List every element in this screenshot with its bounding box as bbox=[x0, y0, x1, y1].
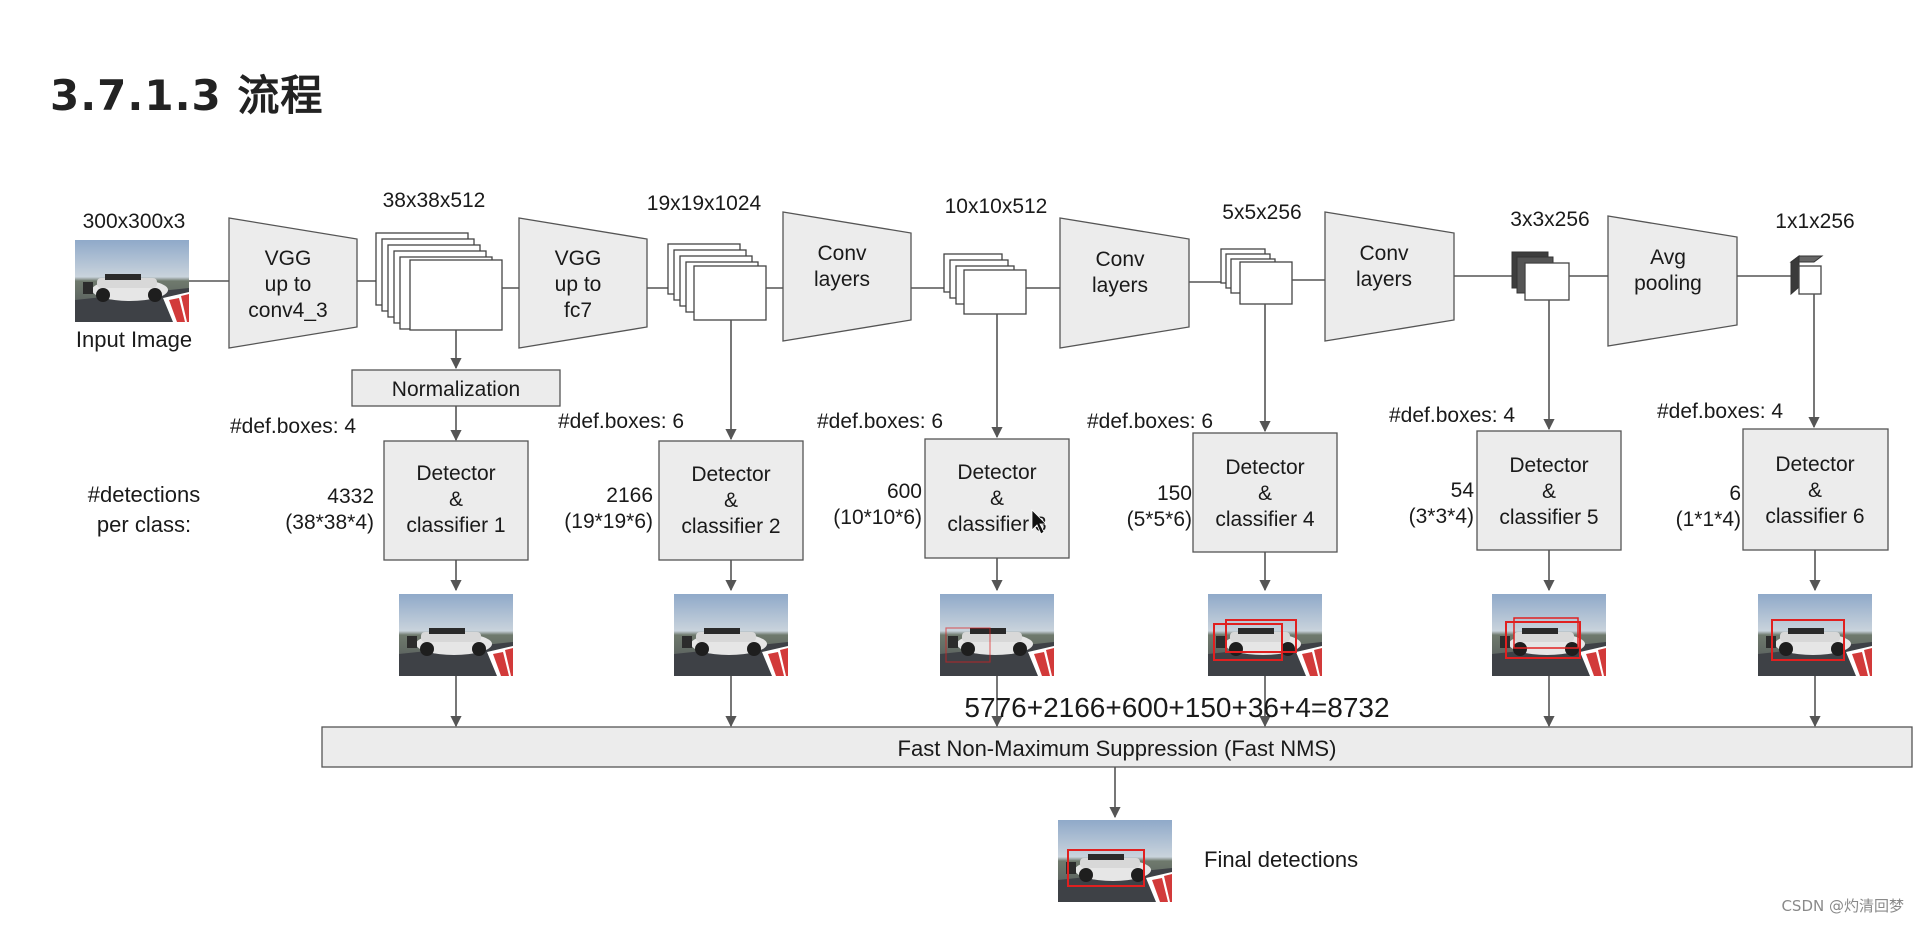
final-detections-label: Final detections bbox=[1204, 847, 1358, 872]
result-image-4 bbox=[1208, 594, 1322, 676]
normalization-label: Normalization bbox=[392, 378, 520, 401]
vgg-conv4-block bbox=[228, 217, 358, 349]
def-boxes-3: #def.boxes: 6 bbox=[817, 410, 943, 433]
detector-6-line1: Detector bbox=[1775, 453, 1854, 476]
watermark: CSDN @灼清回梦 bbox=[1781, 897, 1904, 915]
normalization-box bbox=[351, 369, 561, 407]
vgg-conv4-line1: VGG bbox=[265, 247, 312, 270]
detector-3-line2: & bbox=[990, 487, 1004, 510]
vgg-fc7-line3: fc7 bbox=[564, 299, 592, 322]
detector-2-formula: (19*19*6) bbox=[564, 510, 653, 533]
conv-block-1 bbox=[782, 211, 912, 342]
detector-4-line1: Detector bbox=[1225, 456, 1304, 479]
fmap-size-3: 10x10x512 bbox=[945, 195, 1048, 218]
fmap-size-2: 19x19x1024 bbox=[647, 192, 762, 215]
detector-1-line1: Detector bbox=[416, 462, 495, 485]
detector-6-count: 6 bbox=[1729, 482, 1741, 505]
vgg-conv4-line2: up to bbox=[265, 273, 312, 296]
result-image-3 bbox=[940, 594, 1054, 676]
detector-3-line1: Detector bbox=[957, 461, 1036, 484]
feature-map-stack-4 bbox=[1220, 248, 1293, 305]
detector-4-line3: classifier 4 bbox=[1215, 508, 1315, 531]
final-detection-image bbox=[1058, 820, 1172, 902]
detector-6-formula: (1*1*4) bbox=[1676, 508, 1741, 531]
nms-bar bbox=[321, 726, 1913, 768]
section-title: 3.7.1.3 流程 bbox=[50, 71, 324, 120]
detector-6-line2: & bbox=[1808, 479, 1822, 502]
detector-5-line1: Detector bbox=[1509, 454, 1588, 477]
feature-map-stack-1 bbox=[375, 232, 503, 331]
detector-1-line2: & bbox=[449, 488, 463, 511]
avg-pooling-line2: pooling bbox=[1634, 272, 1702, 295]
vgg-conv4-line3: conv4_3 bbox=[248, 299, 327, 322]
avg-pooling-line1: Avg bbox=[1650, 246, 1686, 269]
detector-5-line3: classifier 5 bbox=[1499, 506, 1598, 529]
detector-box-5 bbox=[1476, 430, 1622, 551]
result-image-1 bbox=[399, 594, 513, 676]
detector-2-line2: & bbox=[724, 489, 738, 512]
detector-box-2 bbox=[658, 440, 804, 561]
feature-map-stack-2 bbox=[667, 243, 767, 321]
input-image-label: Input Image bbox=[76, 327, 192, 352]
detector-2-count: 2166 bbox=[606, 484, 653, 507]
def-boxes-4: #def.boxes: 6 bbox=[1087, 410, 1213, 433]
detector-5-line2: & bbox=[1542, 480, 1556, 503]
conv3-line1: Conv bbox=[1359, 242, 1409, 265]
detector-1-formula: (38*38*4) bbox=[285, 511, 374, 534]
vgg-fc7-block bbox=[518, 217, 648, 349]
input-image bbox=[75, 240, 189, 322]
mouse-cursor-icon bbox=[1031, 509, 1047, 535]
fmap-size-1: 38x38x512 bbox=[383, 189, 486, 212]
detector-3-count: 600 bbox=[887, 480, 922, 503]
conv-block-2 bbox=[1059, 217, 1190, 349]
conv2-line2: layers bbox=[1092, 274, 1148, 297]
result-image-6 bbox=[1758, 594, 1872, 676]
feature-map-stack-3 bbox=[943, 253, 1027, 315]
def-boxes-6: #def.boxes: 4 bbox=[1657, 400, 1783, 423]
detector-1-line3: classifier 1 bbox=[406, 514, 505, 537]
detector-5-formula: (3*3*4) bbox=[1409, 505, 1474, 528]
avg-pooling-block bbox=[1607, 215, 1738, 347]
detector-4-count: 150 bbox=[1157, 482, 1192, 505]
detector-2-line1: Detector bbox=[691, 463, 770, 486]
fmap-size-4: 5x5x256 bbox=[1222, 201, 1301, 224]
conv3-line2: layers bbox=[1356, 268, 1412, 291]
detector-2-line3: classifier 2 bbox=[681, 515, 780, 538]
detector-4-formula: (5*5*6) bbox=[1127, 508, 1192, 531]
detector-3-formula: (10*10*6) bbox=[833, 506, 922, 529]
feature-map-stack-5 bbox=[1511, 251, 1570, 301]
def-boxes-2: #def.boxes: 6 bbox=[558, 410, 684, 433]
detector-3-line3: classifier 3 bbox=[947, 513, 1046, 536]
conv1-line1: Conv bbox=[817, 242, 867, 265]
conv-block-3 bbox=[1324, 211, 1455, 342]
feature-map-cube-6 bbox=[1789, 255, 1824, 296]
fmap-size-5: 3x3x256 bbox=[1510, 208, 1589, 231]
detections-per-class-label-1: #detections bbox=[88, 482, 201, 507]
detector-5-count: 54 bbox=[1451, 479, 1475, 502]
detector-box-4 bbox=[1192, 432, 1338, 553]
detector-6-line3: classifier 6 bbox=[1765, 505, 1864, 528]
result-image-5 bbox=[1492, 594, 1606, 676]
detector-1-count: 4332 bbox=[327, 485, 374, 508]
detections-per-class-label-2: per class: bbox=[97, 512, 191, 537]
conv2-line1: Conv bbox=[1095, 248, 1145, 271]
detector-4-line2: & bbox=[1258, 482, 1272, 505]
input-size-label: 300x300x3 bbox=[83, 210, 186, 233]
vgg-fc7-line2: up to bbox=[555, 273, 602, 296]
detector-box-1 bbox=[383, 440, 529, 561]
nms-label: Fast Non-Maximum Suppression (Fast NMS) bbox=[898, 736, 1337, 761]
conv1-line2: layers bbox=[814, 268, 870, 291]
fmap-size-6: 1x1x256 bbox=[1775, 210, 1854, 233]
vgg-fc7-line1: VGG bbox=[555, 247, 602, 270]
def-boxes-5: #def.boxes: 4 bbox=[1389, 404, 1515, 427]
def-boxes-1: #def.boxes: 4 bbox=[230, 415, 356, 438]
total-detections-equation: 5776+2166+600+150+36+4=8732 bbox=[964, 692, 1389, 723]
result-image-2 bbox=[674, 594, 788, 676]
